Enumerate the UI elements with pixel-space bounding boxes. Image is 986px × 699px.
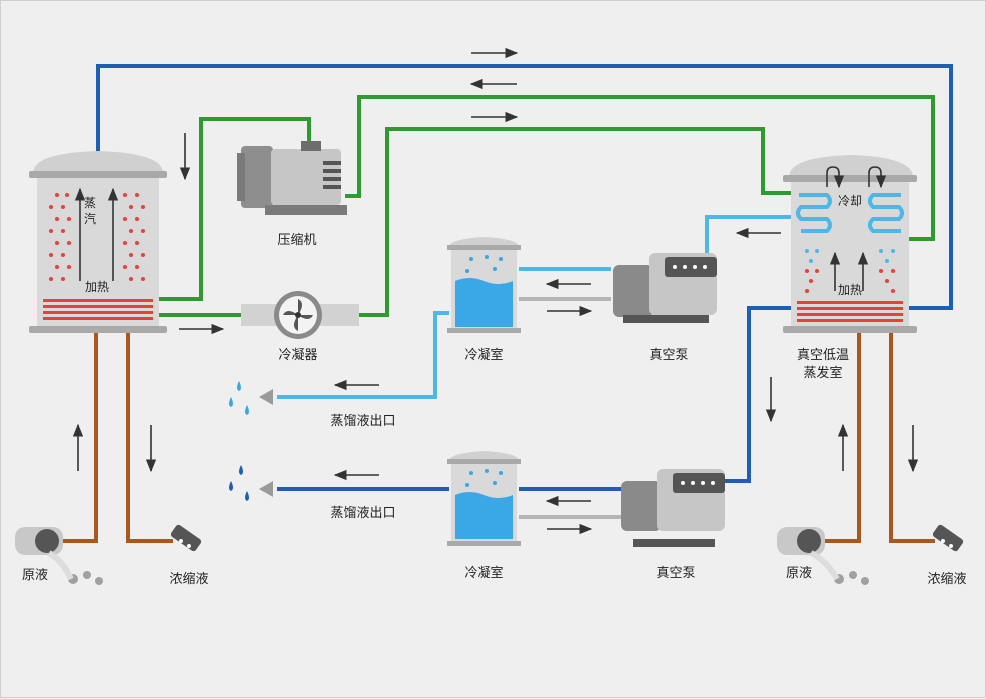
vacuum-pump-top-label: 真空泵: [649, 348, 688, 363]
brown-pipe-conc-left: [126, 333, 173, 543]
concentrate-left: [170, 524, 202, 552]
condensing-chamber-bottom: [447, 451, 521, 546]
brown-pipe-raw-left: [63, 333, 98, 543]
condensing-chamber-bottom-label: 冷凝室: [464, 565, 503, 581]
left-heat-label: 加热: [85, 280, 109, 294]
concentrate-left-label: 浓缩液: [169, 571, 208, 587]
vapor-dots: [49, 193, 145, 281]
green-pipe-compressor-in: [149, 117, 311, 301]
compressor: [237, 141, 347, 215]
left-evaporator: 蒸 汽 加热: [29, 151, 167, 333]
lightblue-pipe-evap: [705, 215, 791, 271]
right-heat-label: 加热: [838, 283, 862, 297]
water-drop-icon: [229, 465, 249, 501]
left-vapor-label-1: 蒸: [84, 196, 96, 210]
green-pipe-condenser: [149, 127, 791, 317]
vacuum-pump-bottom: [621, 469, 725, 547]
fan-icon: [283, 299, 313, 331]
vacuum-pump-bottom-label: 真空泵: [656, 566, 695, 581]
raw-liquid-right-label: 原液: [786, 566, 812, 581]
brown-pipe-conc-right: [889, 333, 935, 543]
water-drop-icon: [229, 381, 249, 415]
concentrate-right-label: 浓缩液: [927, 571, 966, 587]
green-pipe-compressor-out: [345, 95, 935, 241]
left-vapor-label-2: 汽: [84, 211, 96, 226]
raw-liquid-right: [777, 527, 869, 585]
distillate-outlet-top: [229, 381, 273, 415]
blue-vapor-pipe: [96, 64, 953, 483]
right-cool-label: 冷却: [838, 194, 862, 208]
vacuum-pump-top: [613, 253, 717, 323]
right-evaporator: 冷却 加热: [783, 155, 917, 333]
raw-liquid-left-label: 原液: [22, 568, 48, 583]
condenser-label: 冷凝器: [278, 347, 317, 363]
right-heater: [797, 301, 903, 322]
cooling-coil: [796, 193, 904, 233]
raw-liquid-left: [15, 527, 103, 585]
condenser: [241, 291, 359, 339]
brown-pipe-raw-right: [825, 333, 861, 543]
concentrate-right: [932, 524, 964, 552]
distillate-outlet-top-label: 蒸馏液出口: [330, 414, 395, 429]
distillate-outlet-bottom-label: 蒸馏液出口: [330, 506, 395, 521]
right-evaporator-label-2: 蒸发室: [803, 365, 842, 381]
lightblue-pipe-outlet-top: [277, 311, 449, 399]
right-evaporator-label-1: 真空低温: [797, 348, 849, 363]
compressor-label: 压缩机: [277, 232, 316, 248]
distillate-outlet-bottom: [229, 465, 273, 501]
condensing-chamber-top: [447, 237, 521, 333]
condensing-chamber-top-label: 冷凝室: [464, 347, 503, 363]
left-heater: [43, 299, 153, 320]
